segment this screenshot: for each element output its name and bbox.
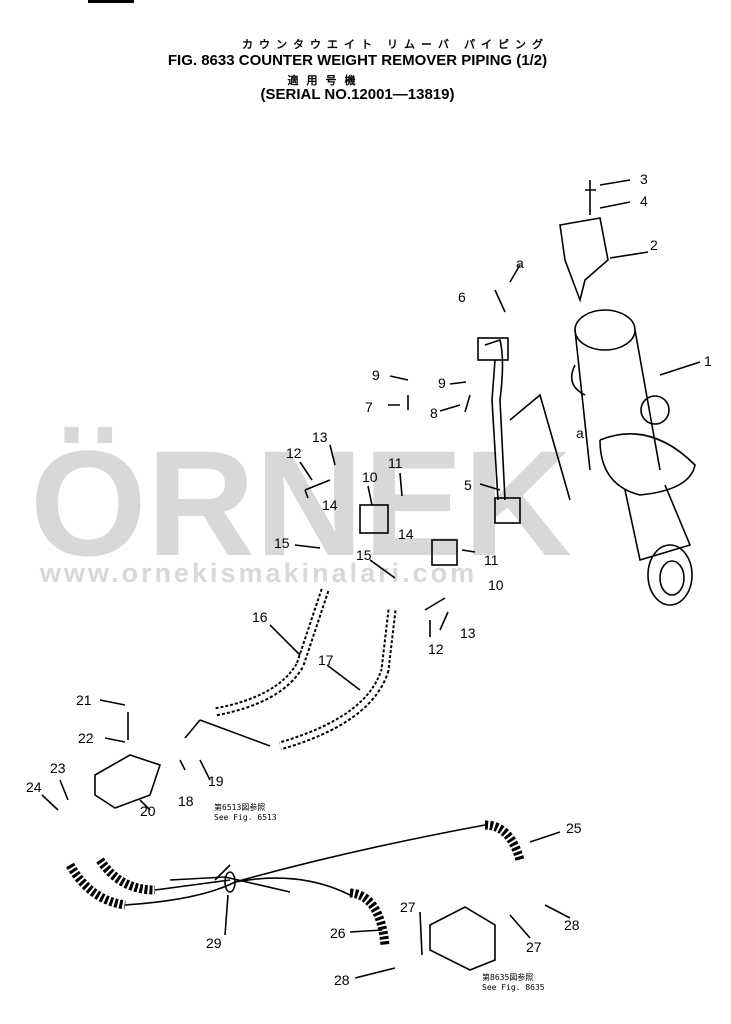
flange-part-10 (359, 504, 389, 534)
callout-12: 12 (286, 445, 302, 461)
callout-4: 4 (640, 193, 648, 209)
callout-26: 26 (330, 925, 346, 941)
callout-3: 3 (640, 171, 648, 187)
callout-6: 6 (458, 289, 466, 305)
callout-a2: a (576, 425, 584, 441)
callout-9b: 9 (438, 375, 446, 391)
hose-part-25 (484, 820, 525, 862)
watermark-url: www.ornekismakinalari.com (39, 558, 477, 588)
callout-28: 28 (334, 972, 350, 988)
ref-6513-en: See Fig. 6513 (214, 813, 277, 822)
title-japanese: カウンタウエイト リムーバ パイピング (241, 39, 549, 51)
callout-a: a (516, 255, 524, 271)
callout-15b: 15 (356, 547, 372, 563)
callout-11: 11 (388, 455, 403, 471)
callout-15: 15 (274, 535, 290, 551)
cover-part-2 (559, 217, 609, 303)
serial-range: (SERIAL NO.12001—13819) (260, 86, 455, 103)
callout-16: 16 (252, 609, 268, 625)
figure-title: FIG. 8633 COUNTER WEIGHT REMOVER PIPING … (167, 52, 548, 69)
callout-9: 9 (372, 367, 380, 383)
callout-19: 19 (208, 773, 224, 789)
callout-14b: 14 (398, 526, 414, 542)
callout-17: 17 (318, 652, 334, 668)
watermark-logo: ÖRNEK (30, 419, 572, 587)
callout-5: 5 (464, 477, 472, 493)
valve-block-part-20 (94, 754, 162, 809)
callout-12b: 12 (428, 641, 444, 657)
callout-14: 14 (322, 497, 338, 513)
callout-29: 29 (206, 935, 222, 951)
bracket (429, 906, 496, 971)
callout-10: 10 (362, 469, 378, 485)
callout-13b: 13 (460, 625, 476, 641)
callout-1: 1 (704, 353, 712, 369)
callout-20: 20 (140, 803, 156, 819)
cylinder-part-1 (570, 309, 696, 606)
callout-22: 22 (78, 730, 94, 746)
callout-21: 21 (76, 692, 92, 708)
ref-8635-en: See Fig. 8635 (482, 983, 545, 992)
hose-part-26 (349, 888, 390, 946)
callout-11b: 11 (484, 552, 499, 568)
callout-13: 13 (312, 429, 328, 445)
callout-25: 25 (566, 820, 582, 836)
callout-7: 7 (365, 399, 373, 415)
ref-6513-jp: 第6513図参照 (214, 802, 265, 812)
callout-2: 2 (650, 237, 658, 253)
callout-8: 8 (430, 405, 438, 421)
callout-27: 27 (400, 899, 416, 915)
pipe-part-5 (484, 338, 506, 501)
flange-part-10b (431, 539, 458, 566)
callout-24: 24 (26, 779, 42, 795)
ref-8635-jp: 第8635図参照 (482, 972, 533, 982)
callout-labels: 1 2 3 4 5 6 7 8 9 9 10 10 11 11 12 12 13… (26, 171, 712, 988)
callout-27b: 27 (526, 939, 542, 955)
top-rule (88, 0, 134, 3)
callout-18: 18 (178, 793, 194, 809)
callout-28b: 28 (564, 917, 580, 933)
callout-23: 23 (50, 760, 66, 776)
callout-10b: 10 (488, 577, 504, 593)
reference-notes: 第6513図参照 See Fig. 6513 第8635図参照 See Fig.… (214, 802, 545, 992)
serial-japanese: 適用号機 (287, 75, 364, 87)
